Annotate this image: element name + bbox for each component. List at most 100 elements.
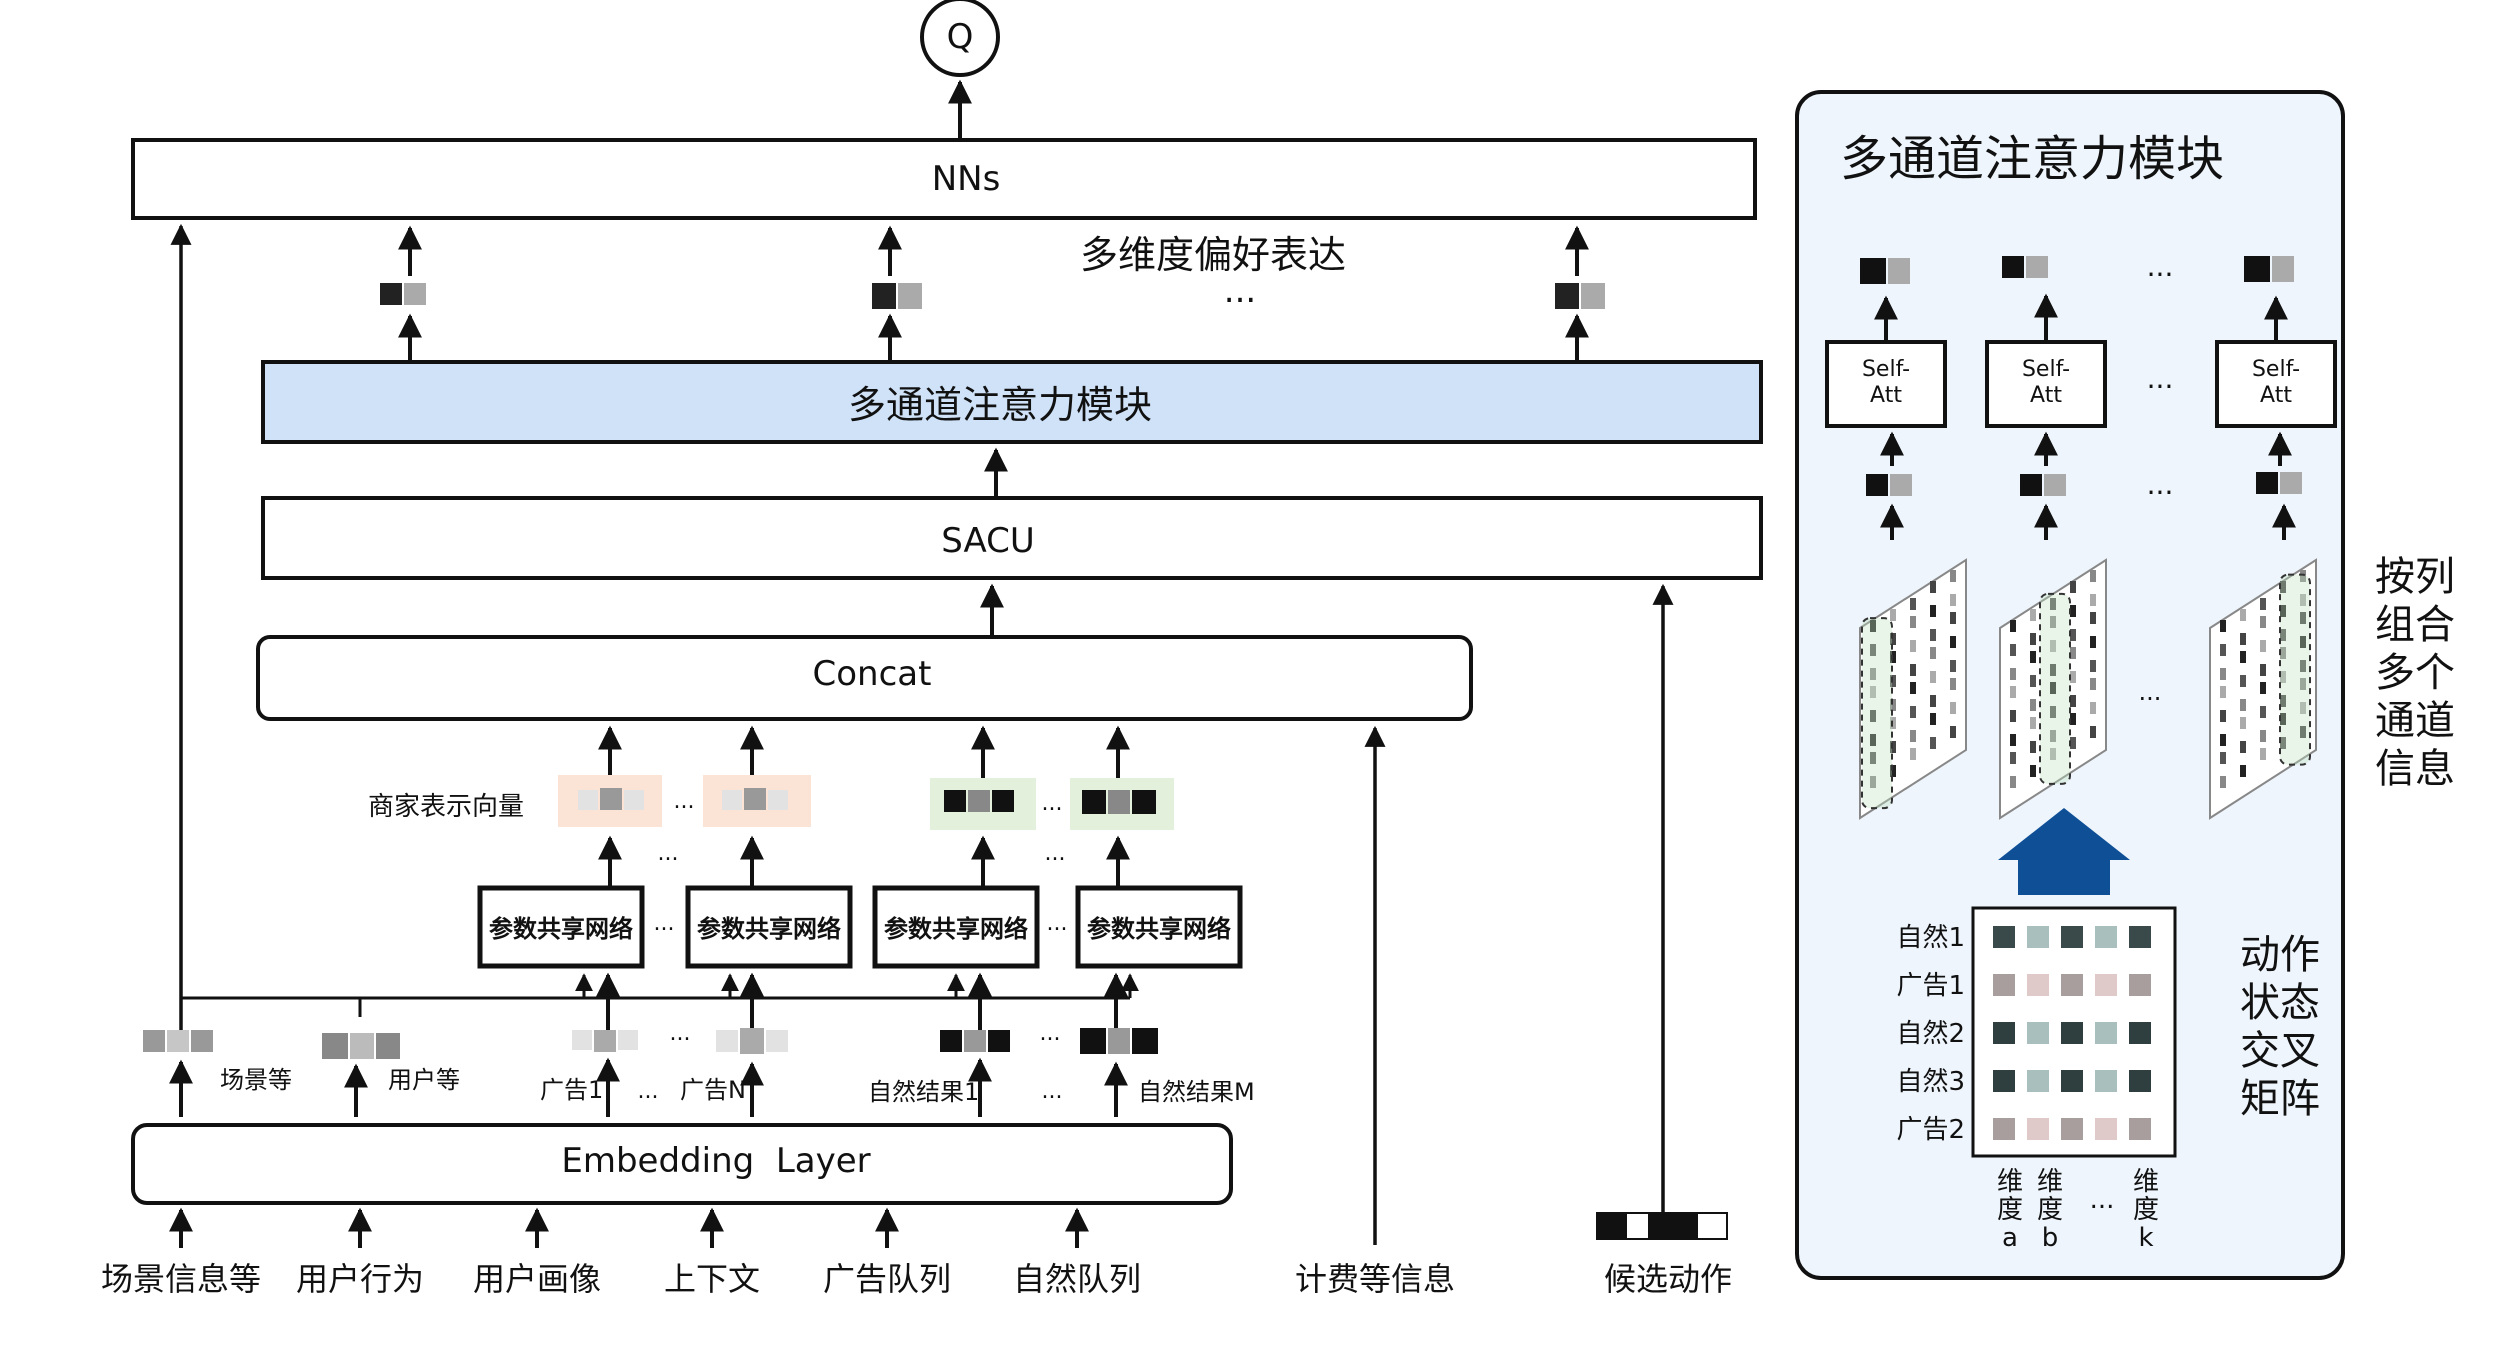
matrix-cell	[2129, 974, 2151, 996]
side-note-top-line: 组合	[2375, 602, 2455, 648]
matrix-cell	[2095, 1118, 2117, 1140]
svg-text:参数共享网络: 参数共享网络	[884, 915, 1028, 943]
merchant-vector-ad-1	[558, 775, 662, 827]
dim-label: 度	[1997, 1195, 2023, 1225]
panel-arrows-att-out	[1874, 293, 2288, 340]
nns-label: NNs	[932, 159, 1001, 199]
panel-slab-ellipsis: ...	[2139, 678, 2162, 706]
matrix-cell	[2129, 926, 2151, 948]
label-nat-m: 自然结果M	[1138, 1078, 1255, 1106]
side-note-top-line: 通道	[2375, 698, 2455, 744]
bottom-input-4: 广告队列	[823, 1260, 951, 1298]
dim-label: k	[2138, 1223, 2153, 1253]
dim-label: 度	[2037, 1195, 2063, 1225]
embed-vector-user	[322, 1033, 400, 1059]
matrix-cell	[1993, 1070, 2015, 1092]
arrows-net-to-merchant	[598, 835, 1130, 888]
dim-label: 维	[2037, 1167, 2063, 1197]
q-output-node	[920, 0, 1000, 77]
param-share-net-3: 参数共享网络	[872, 885, 1040, 969]
bottom-input-labels: 场景信息等用户行为用户画像上下文广告队列自然队列	[101, 1260, 1141, 1298]
bottom-input-3: 上下文	[664, 1260, 760, 1298]
self-att-box-1: Self- Att	[1825, 340, 1947, 428]
embedding-layer-box	[131, 1123, 1233, 1205]
embed-vector-scene	[143, 1030, 213, 1052]
merchant-ellipsis-nat: ...	[1042, 791, 1063, 816]
bottom-input-2: 用户画像	[473, 1260, 601, 1298]
merchant-vector-label: 商家表示向量	[368, 792, 524, 822]
channel-slab-2	[1999, 558, 2107, 820]
side-note-bottom-line: 交叉	[2240, 1028, 2320, 1074]
concat-box	[256, 635, 1473, 721]
candidate-label: 候选动作	[1604, 1260, 1732, 1298]
matrix-cell	[1993, 974, 2015, 996]
panel-att-ellipsis: ...	[2147, 362, 2174, 395]
preference-ellipsis: ...	[1224, 271, 1256, 311]
matrix-cell	[1993, 1022, 2015, 1044]
param-share-net-4: 参数共享网络	[1075, 885, 1243, 969]
candidate-action-vector	[1596, 1212, 1728, 1240]
ellipsis-ad-net: ...	[658, 841, 679, 866]
label-ellipsis-nat: ...	[1042, 1079, 1063, 1104]
panel-arrows-slab-vec	[1880, 503, 2296, 540]
pref-column-2	[872, 225, 922, 362]
side-note-bottom-line: 矩阵	[2240, 1076, 2320, 1122]
svg-text:Att: Att	[2260, 383, 2292, 408]
matrix-cell	[2027, 1118, 2049, 1140]
svg-text:参数共享网络: 参数共享网络	[1087, 915, 1231, 943]
embed-ellipsis-nat: ...	[1040, 1021, 1061, 1046]
svg-text:参数共享网络: 参数共享网络	[489, 915, 633, 943]
billing-label: 计费等信息	[1295, 1260, 1455, 1298]
svg-text:Att: Att	[2030, 383, 2062, 408]
param-share-ellipsis-1: ...	[654, 911, 675, 936]
matrix-row-label: 自然3	[1896, 1067, 1965, 1097]
context-broadcast-lines	[181, 973, 1139, 1017]
label-ellipsis-ad: ...	[638, 1079, 659, 1104]
arrows-merchant-to-concat	[598, 725, 1130, 778]
pref-column-3	[1555, 225, 1605, 362]
side-note-top-line: 多个	[2375, 650, 2455, 696]
nns-box	[131, 138, 1757, 220]
side-note-bottom-line: 动作	[2240, 932, 2320, 978]
matrix-cell	[2027, 926, 2049, 948]
svg-text:Self-: Self-	[1862, 357, 1910, 382]
matrix-cell	[2027, 1070, 2049, 1092]
arrows-embedding-to-vectors	[169, 1057, 1128, 1117]
self-att-box-2: Self- Att	[1985, 340, 2107, 428]
svg-text:Self-: Self-	[2022, 357, 2070, 382]
matrix-cell	[2129, 1022, 2151, 1044]
cross-matrix-cells	[1993, 926, 2151, 1140]
panel-vec-ellipsis: ...	[2147, 468, 2174, 501]
param-share-net-1: 参数共享网络	[477, 885, 645, 969]
bottom-input-0: 场景信息等	[101, 1260, 261, 1298]
ellipsis-nat-net: ...	[1045, 841, 1066, 866]
label-scene: 场景等	[220, 1066, 292, 1094]
dim-label: b	[2042, 1223, 2059, 1253]
arrows-inputs-to-embedding	[169, 1207, 1089, 1248]
panel-out-ellipsis: ...	[2147, 250, 2174, 283]
sacu-label: SACU	[941, 521, 1035, 561]
pref-column-1	[380, 225, 426, 362]
matrix-cell	[2129, 1118, 2151, 1140]
merchant-vector-ad-n	[703, 775, 811, 827]
side-note-top-line: 信息	[2375, 746, 2455, 792]
channel-slab-3	[2209, 558, 2317, 820]
dim-label: 维	[1997, 1167, 2023, 1197]
panel-outputs	[1860, 256, 2294, 284]
matrix-cell	[2061, 1070, 2083, 1092]
panel-mid-vectors	[1866, 472, 2302, 496]
matrix-cell	[2129, 1070, 2151, 1092]
param-share-net-2: 参数共享网络	[685, 885, 853, 969]
matrix-row-label: 自然1	[1896, 923, 1965, 953]
matrix-row-label: 自然2	[1896, 1019, 1965, 1049]
embed-ellipsis-ad: ...	[670, 1021, 691, 1046]
matrix-row-label: 广告2	[1896, 1115, 1965, 1145]
matrix-cell	[2095, 1070, 2117, 1092]
matrix-cell	[2061, 926, 2083, 948]
matrix-cell	[2061, 1118, 2083, 1140]
matrix-row-label: 广告1	[1896, 971, 1965, 1001]
arrows-embed-to-net	[596, 972, 1128, 1030]
